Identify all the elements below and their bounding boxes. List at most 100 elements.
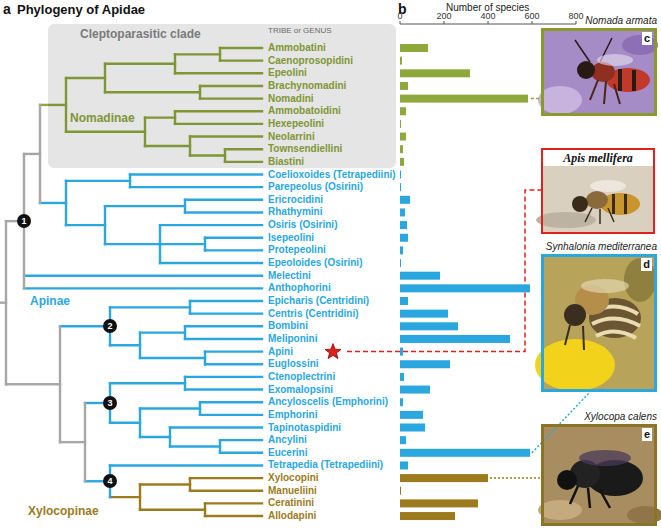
callout-number: 4 [103, 474, 117, 488]
axis-tick-label: 400 [480, 12, 495, 22]
tribe-label-holder: Osiris (Osirini) [268, 219, 337, 231]
bee-leg [590, 80, 620, 104]
tree-branch [170, 445, 220, 447]
figure-title: Phylogeny of Apidae [17, 2, 145, 18]
tribe-label-holder: Eucerini [268, 447, 307, 459]
tribe-label-holder: Epicharis (Centridini) [268, 295, 369, 307]
photo-panel: Synhalonia mediterranead [541, 254, 657, 392]
tribe-label-holder: Tetrapedia (Tetrapediini) [268, 459, 383, 471]
tribe-label: Xylocopini [268, 472, 319, 484]
species-name-holder: Apis mellifera [543, 151, 653, 165]
tree-branch [170, 426, 262, 428]
tree-branch [220, 452, 262, 454]
species-bar [400, 348, 403, 356]
tribe-label: Rhathymini [268, 206, 322, 218]
tree-branch [140, 407, 200, 409]
clade-title-holder: Cleptoparasitic clade [80, 27, 201, 41]
axis-tick [488, 21, 489, 24]
tree-branch [185, 211, 262, 213]
bee-band [624, 194, 627, 214]
subfamily-label: Apinae [30, 294, 70, 308]
tree-branch [190, 312, 262, 314]
tribe-label: Ancylini [268, 434, 307, 446]
tribe-label-holder: Ancylini [268, 434, 307, 446]
species-name-holder: Synhalonia mediterranea [546, 241, 657, 253]
species-bar [400, 424, 425, 432]
tribe-label: Allodapini [268, 510, 316, 522]
tribe-label: Isepeolini [268, 232, 314, 244]
tribe-label-holder: Anthophorini [268, 282, 331, 294]
tribe-label: Manueliini [268, 485, 317, 497]
subfamily-label: Xylocopinae [28, 504, 99, 518]
subfamily-label-holder: Xylocopinae [28, 504, 99, 518]
flower-petal [538, 86, 582, 114]
tribe-label-holder: Centris (Centridini) [268, 308, 359, 320]
tree-branch [185, 376, 262, 378]
tribe-label-holder: Protepeolini [268, 244, 326, 256]
leader-line [531, 98, 541, 100]
photo-panel: Xylocopa calense [541, 424, 657, 526]
flower [535, 339, 615, 391]
species-bar [400, 158, 404, 166]
tree-branch [130, 173, 262, 175]
tribe-label-holder: Emphorini [268, 409, 317, 421]
clade-box: Cleptoparasitic clade [48, 24, 396, 168]
species-bar [400, 120, 401, 128]
species-name-holder: Nomada armata [585, 15, 657, 27]
tribe-label-holder: Ancyloscelis (Emphorini) [268, 396, 388, 408]
tree-branch [205, 237, 262, 239]
tribe-label: Protepeolini [268, 244, 326, 256]
tree-branch [205, 350, 262, 352]
tribe-label: Anthophorini [268, 282, 331, 294]
callout-number-holder: 4 [103, 474, 117, 488]
tree-branch [6, 383, 60, 385]
callout-number-holder: 1 [17, 214, 31, 228]
tribe-label-holder: Apini [268, 346, 293, 358]
tribe-label-holder: Exomalopsini [268, 384, 333, 396]
tribe-label-holder: Epeoloides (Osirini) [268, 257, 362, 269]
species-bar [400, 322, 458, 330]
tribe-label: Emphorini [268, 409, 317, 421]
tree-branch [110, 422, 140, 424]
bee-leg [565, 325, 584, 350]
bee-thorax [586, 191, 608, 209]
panel-letter-holder: c [642, 32, 652, 45]
tree-branch [140, 509, 205, 511]
tribe-label-holder: Melectini [268, 270, 311, 282]
panel-letter-holder: d [641, 258, 652, 271]
species-bar [400, 133, 406, 141]
tribe-label: Epicharis (Centridini) [268, 295, 369, 307]
tribe-label: Bombini [268, 320, 308, 332]
species-bar [400, 234, 408, 242]
axis-tick-label-holder: 400 [480, 12, 495, 22]
photo-synhalonia [535, 254, 657, 392]
tribe-label-holder: Isepeolini [268, 232, 314, 244]
flower-petal [622, 35, 658, 55]
species-bar [400, 82, 408, 90]
bee-head [577, 61, 595, 79]
tribe-label-holder: Xylocopini [268, 472, 319, 484]
tribe-label: Epeoloides (Osirini) [268, 257, 362, 269]
leaf [624, 258, 656, 302]
tree-branch [110, 306, 190, 308]
species-bar [400, 335, 510, 343]
panel-letter: e [642, 428, 652, 441]
tree-branch [105, 205, 185, 207]
tree-branch [185, 388, 262, 390]
species-bar [400, 44, 428, 52]
tree-branch [205, 515, 262, 517]
leader-line [490, 477, 541, 479]
node-circle: 3 [103, 396, 117, 410]
tree-branch [40, 202, 66, 204]
tree-branch [110, 344, 140, 346]
tribe-label-holder: Meliponini [268, 333, 317, 345]
tribe-label: Ceratinini [268, 497, 314, 509]
species-bar [400, 411, 423, 419]
axis-tick-label: 0 [397, 12, 402, 22]
tree-branch [130, 186, 262, 188]
axis-tick-label: 600 [524, 12, 539, 22]
tree-branch [66, 180, 130, 182]
panel-letter: d [641, 258, 652, 271]
photo-nomada [538, 28, 658, 116]
